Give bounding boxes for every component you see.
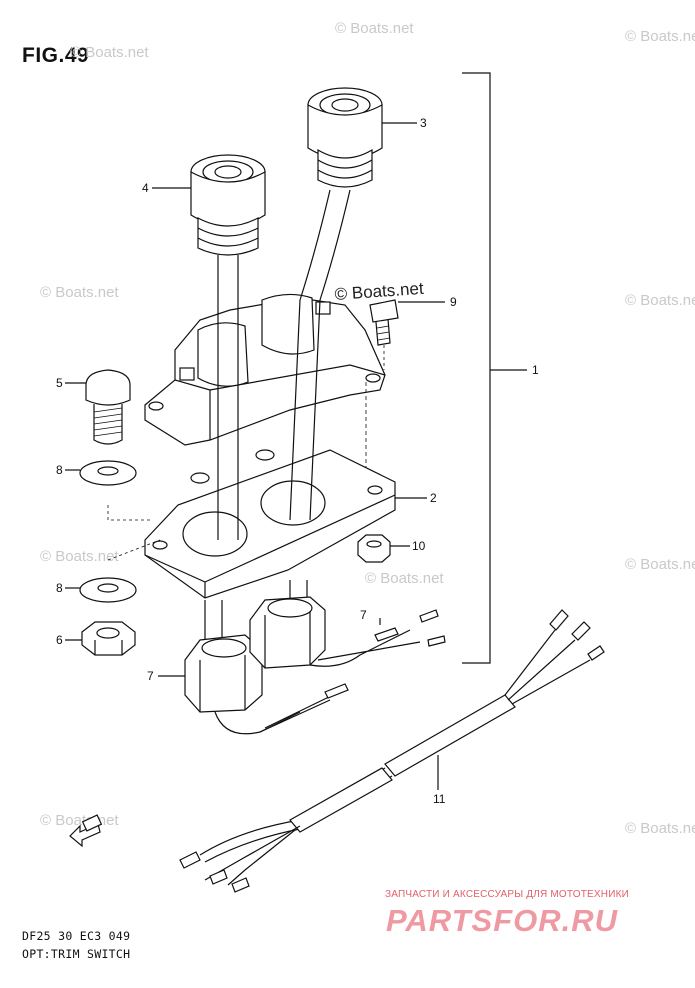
- switch-holder: [144, 293, 386, 490]
- shop-logo: PARTSFOR.RU: [386, 903, 619, 938]
- watermark: © Boats.net: [625, 28, 695, 45]
- watermark: © Boats.net: [40, 548, 119, 565]
- assembly-bracket: [462, 72, 491, 664]
- switch-3-cable: [289, 189, 351, 521]
- model-code: DF25 30 EC3 049: [22, 929, 131, 943]
- forward-arrow-icon: [69, 814, 103, 848]
- callout-8a: 8: [56, 463, 63, 477]
- callout-1: 1: [532, 363, 539, 377]
- watermark: © Boats.net: [365, 570, 444, 587]
- callout-7b: 7: [360, 608, 367, 622]
- shop-subtitle: ЗАПЧАСТИ И АКСЕССУАРЫ ДЛЯ МОТОТЕХНИКИ: [385, 889, 630, 900]
- watermark: © Boats.net: [625, 820, 695, 837]
- nut-6: [81, 621, 136, 656]
- watermark: © Boats.net: [335, 20, 414, 37]
- callout-9: 9: [450, 295, 457, 309]
- nut-10: [357, 534, 391, 563]
- callout-8b: 8: [56, 581, 63, 595]
- callout-7a: 7: [147, 669, 154, 683]
- screw-9: [369, 299, 399, 370]
- watermark: © Boats.net: [70, 44, 149, 61]
- mounting-plate: [144, 449, 396, 599]
- switch-4-body: [190, 154, 266, 256]
- bolt-5: [85, 369, 131, 445]
- callout-5: 5: [56, 376, 63, 390]
- washer-8-lower: [79, 577, 137, 603]
- callout-4: 4: [142, 181, 149, 195]
- switch-4-cable: [217, 255, 239, 540]
- figure-title: FIG.49: [22, 44, 90, 67]
- lead-wire-11: [179, 609, 605, 893]
- callout-3: 3: [420, 116, 427, 130]
- callout-2: 2: [430, 491, 437, 505]
- switch-3-body: [307, 87, 383, 188]
- washer-8-upper: [79, 460, 137, 486]
- wire-nut-7-left: [184, 634, 263, 713]
- callout-11: 11: [433, 792, 446, 806]
- watermark: © Boats.net: [40, 284, 119, 301]
- figure-caption: OPT:TRIM SWITCH: [22, 947, 131, 961]
- callout-6: 6: [56, 633, 63, 647]
- wire-nut-7-right: [249, 596, 326, 669]
- watermark: © Boats.net: [625, 292, 695, 309]
- watermark: © Boats.net: [625, 556, 695, 573]
- callout-10: 10: [412, 539, 426, 553]
